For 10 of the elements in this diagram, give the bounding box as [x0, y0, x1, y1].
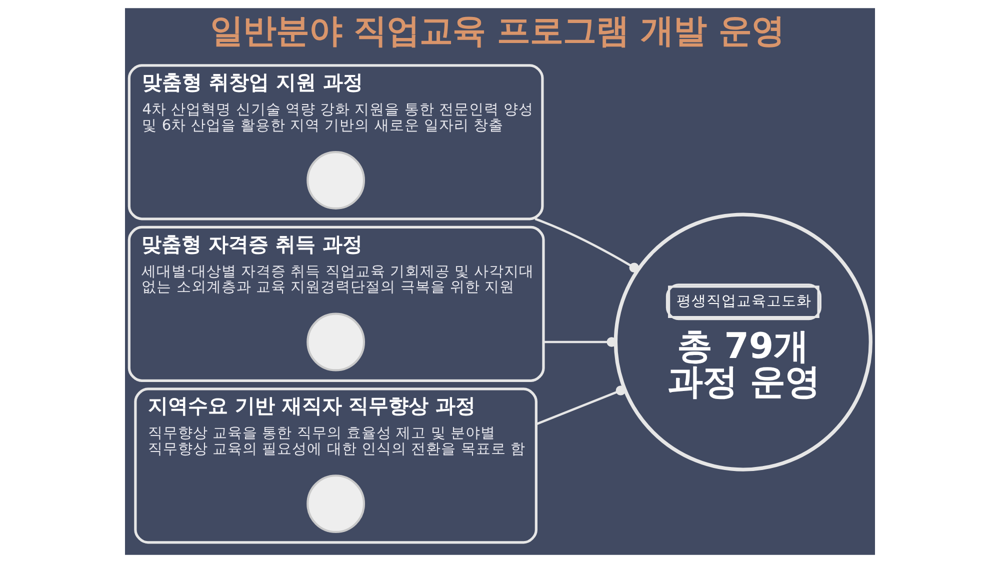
- connector: [534, 218, 640, 273]
- cluster: 맞춤형 취창업 지원 과정 4차 산업혁명 신기술 역량 강화 지원을 통한 전문인력 양성 및 6차 산업을 활용한 지역 기반의 새로운 일자리 창출: [128, 64, 544, 220]
- connector: [543, 337, 617, 347]
- node-circle: [306, 312, 366, 372]
- connector: [536, 386, 626, 426]
- node-circle: [306, 151, 366, 210]
- cluster: 지역수요 기반 재직자 직무향상 과정 직무향상 교육을 통한 직무의 효율성 제고 및 분야별 직무향상 교육의 필요성에 대한 인식의 전환을 목표로 함: [134, 388, 538, 544]
- diagram-title: 일반분야 직업교육 프로그램 개발 운영: [210, 11, 784, 50]
- cluster: 맞춤형 자격증 취득 과정 세대별·대상별 자격증 취득 직업교육 기회제공 및 사각지대 없는 소외계층과 교육 지원경력단절의 극복을 위한 지원: [128, 226, 545, 382]
- node-circle: [306, 474, 366, 533]
